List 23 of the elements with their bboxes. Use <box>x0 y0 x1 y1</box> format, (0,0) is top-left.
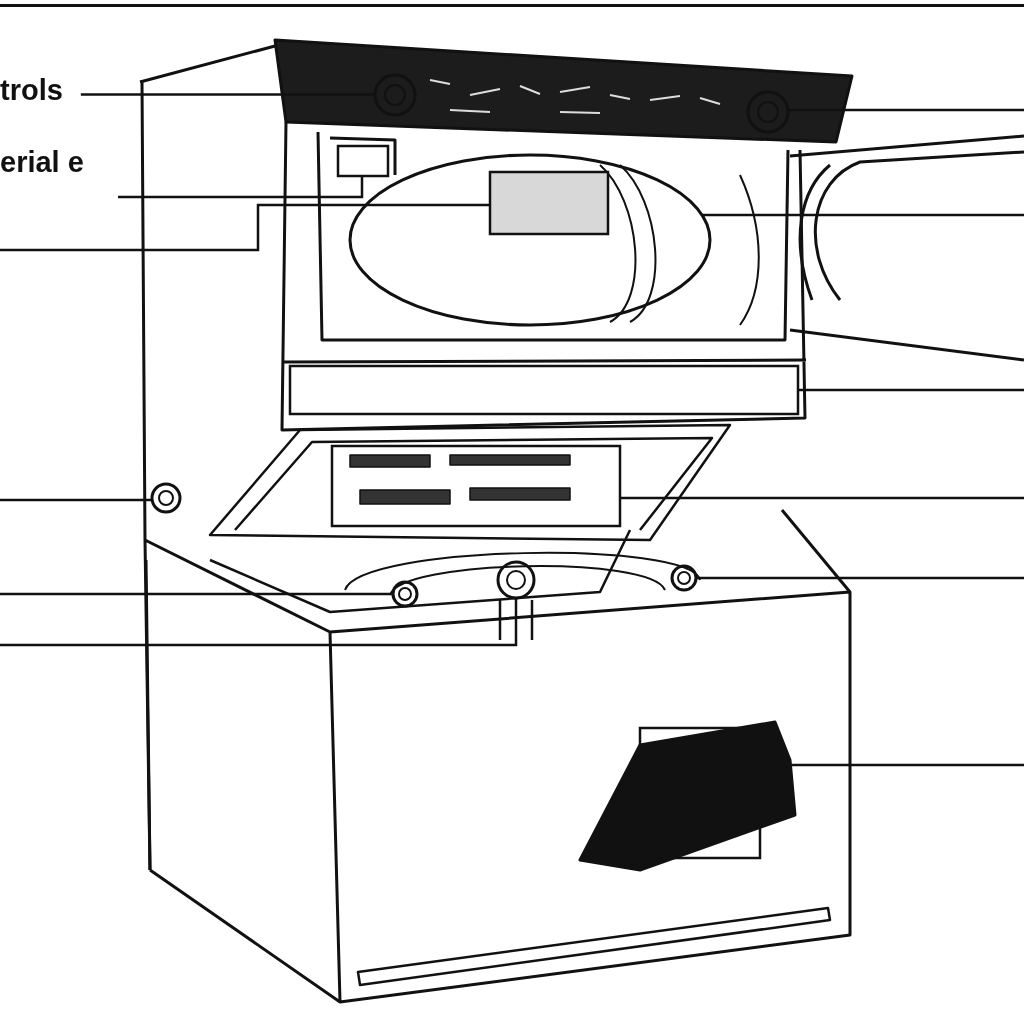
leader-line <box>798 388 1024 392</box>
leader-line <box>0 592 393 596</box>
leader-line <box>787 108 1024 112</box>
leader-line <box>620 496 1024 500</box>
callout-label: erial e <box>0 144 118 181</box>
appliance-part-round <box>348 153 712 327</box>
leader-line <box>696 576 1024 580</box>
leader-line <box>702 213 1024 217</box>
appliance-part-round <box>496 560 536 600</box>
leader-line <box>118 176 364 199</box>
appliance-part-panel <box>488 170 610 236</box>
leader-line <box>0 598 518 647</box>
appliance-part-panel <box>336 144 390 178</box>
leader-line <box>0 203 490 252</box>
appliance-part-round <box>150 482 182 514</box>
appliance-part-round <box>670 564 698 592</box>
leader-line <box>0 498 153 502</box>
appliance-part-round <box>391 580 419 608</box>
appliance-part-panel <box>288 364 800 416</box>
appliance-part-panel <box>330 444 622 528</box>
leader-line <box>80 93 375 96</box>
appliance-part-panel <box>638 726 762 860</box>
callout-label: trols <box>0 72 81 109</box>
